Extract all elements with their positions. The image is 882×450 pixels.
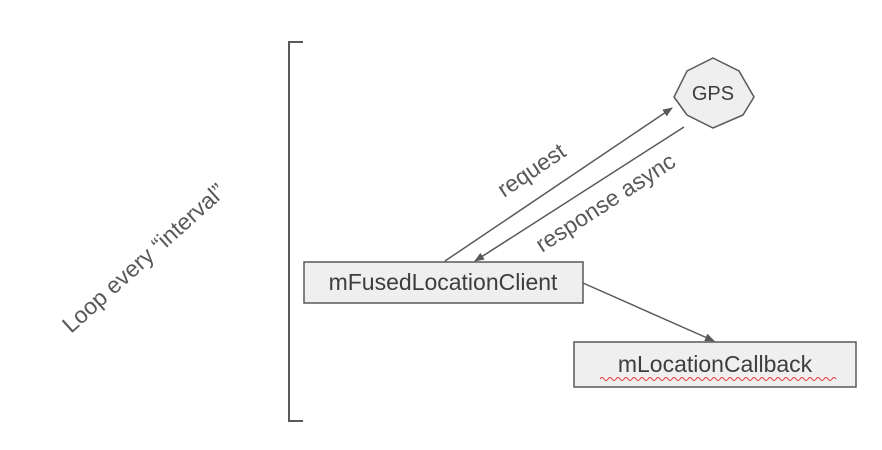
response-arrow xyxy=(474,126,685,262)
request-arrow xyxy=(444,107,673,262)
callback-arrow xyxy=(582,282,715,342)
fused-client-box xyxy=(303,261,584,304)
loop-label: Loop every “interval” xyxy=(57,178,230,338)
callback-label: mLocationCallback xyxy=(618,351,813,377)
fused-client-label: mFusedLocationClient xyxy=(329,269,558,295)
loop-bracket xyxy=(288,41,303,422)
gps-node xyxy=(673,57,755,129)
request-label: request xyxy=(492,137,571,202)
spellcheck-underline xyxy=(599,377,837,381)
gps-label: GPS xyxy=(692,83,734,105)
